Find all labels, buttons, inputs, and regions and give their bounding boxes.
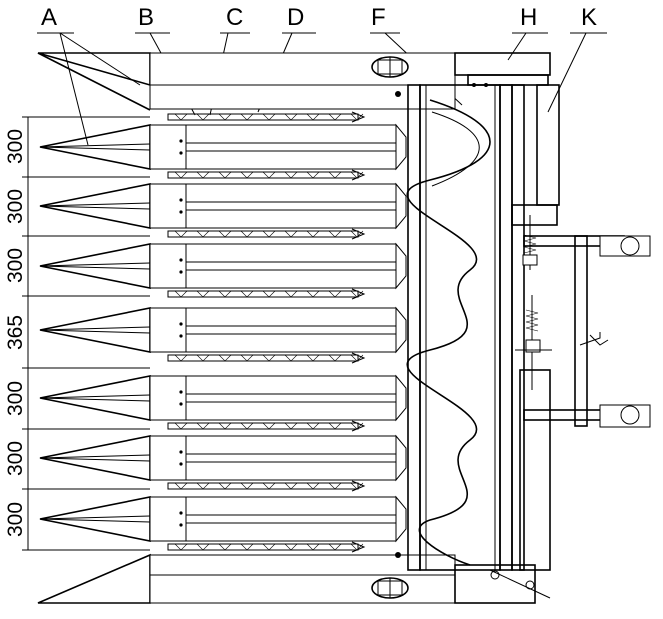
right-frame: [454, 52, 560, 604]
top-side-divider: [37, 52, 456, 111]
row-divider: [39, 182, 407, 240]
dimension-label-4: 365: [4, 315, 27, 350]
callout-labels: A B C D F H K: [41, 4, 597, 31]
callout-label-c: C: [226, 4, 243, 31]
callout-label-a: A: [41, 4, 57, 31]
row-divider: [39, 434, 407, 492]
dimension-label-1: 300: [4, 129, 27, 164]
dimension-label-6: 300: [4, 441, 27, 476]
row-divider: [39, 242, 407, 300]
dimension-label-3: 300: [4, 248, 27, 283]
callout-label-b: B: [138, 4, 154, 31]
row-divider: [39, 374, 407, 432]
row-dividers: [39, 111, 407, 553]
callout-label-k: K: [581, 4, 597, 31]
spring-assemblies: [489, 215, 609, 599]
top-gathering-chain: [167, 111, 366, 123]
dimension-lines: [22, 116, 150, 551]
cross-beam: [407, 84, 501, 571]
row-divider: [39, 495, 407, 553]
row-divider: [39, 306, 407, 364]
frame-dots: [395, 83, 488, 558]
dimension-label-7: 300: [4, 502, 27, 537]
callout-label-h: H: [520, 4, 537, 31]
dimension-label-5: 300: [4, 381, 27, 416]
bottom-hub: [371, 577, 409, 599]
dimension-label-2: 300: [4, 189, 27, 224]
auger-spiral: [406, 99, 491, 566]
bottom-side-divider: [37, 553, 456, 604]
top-hub: [371, 56, 409, 78]
dimension-labels: 300 300 300 365 300 300 300: [4, 129, 27, 537]
linkage-arms: [523, 235, 651, 428]
row-divider: [39, 123, 407, 181]
callout-label-f: F: [371, 4, 386, 31]
callout-label-d: D: [287, 4, 304, 31]
